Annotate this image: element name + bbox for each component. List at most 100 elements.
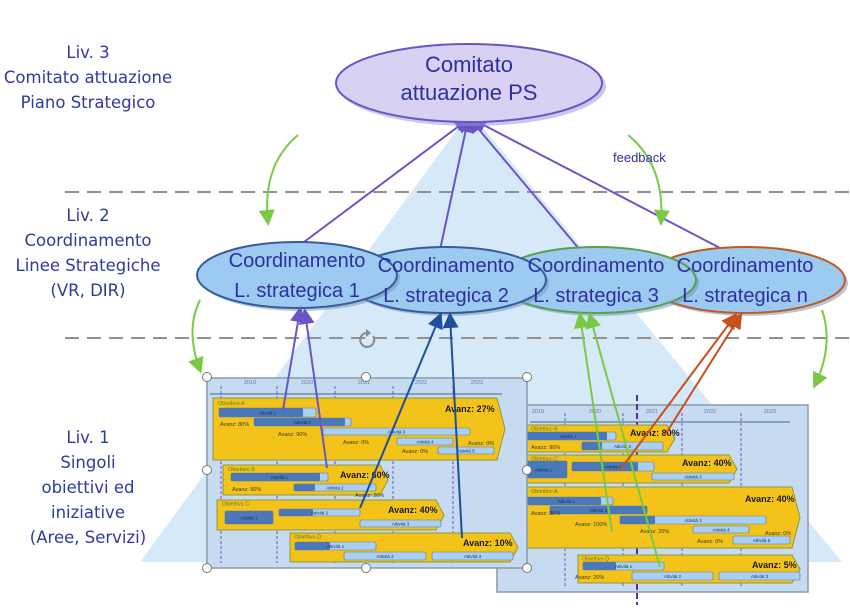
rotate-handle-icon[interactable] — [359, 329, 376, 348]
activity-progress-fill — [582, 442, 602, 450]
activity-progress-fill — [620, 516, 655, 524]
objective-connector-lines — [282, 306, 743, 568]
activity-label: Attività 2 — [311, 510, 329, 515]
activity-progress-label: Avanz: 100% — [575, 522, 607, 528]
curved-arrow — [188, 299, 204, 374]
activity-progress-label: Avanz: 20% — [355, 493, 384, 499]
connector-lines — [299, 116, 721, 251]
activity-label: Attività 3 — [392, 521, 410, 526]
level-label-line: Coordinamento — [24, 231, 152, 250]
resize-handle[interactable] — [202, 465, 212, 475]
activity-progress-label: Avanz: 90% — [232, 487, 261, 493]
activity-progress-label: Avanz: 20% — [575, 575, 604, 581]
level-label-line: Liv. 1 — [66, 428, 110, 447]
activity-bar[interactable] — [718, 571, 801, 581]
activity-progress-fill — [231, 473, 320, 481]
year-label: 2023 — [764, 409, 776, 415]
activity-progress-fill — [254, 418, 345, 426]
activity-bar[interactable] — [651, 472, 735, 481]
coordination-node-3 — [495, 246, 699, 316]
level-label-line: Liv. 2 — [66, 206, 110, 225]
coordination-node-4 — [644, 246, 848, 316]
activity-label: Attività 3 — [388, 429, 406, 434]
activity-label: Attività 2 — [590, 508, 608, 513]
activity-progress-label: Avanz: 0% — [697, 539, 723, 545]
level-label-line: Linee Strategiche — [15, 256, 161, 275]
activity-label: Attività 2 — [604, 464, 622, 469]
activity-bar[interactable] — [359, 519, 442, 528]
activity-bar[interactable] — [343, 551, 427, 561]
activity-bar[interactable] — [437, 446, 495, 455]
year-label: 2019 — [244, 380, 256, 386]
resize-handle[interactable] — [522, 372, 532, 382]
resize-handle[interactable] — [522, 563, 532, 573]
coordination-subtitle: L. strategica 1 — [234, 280, 360, 302]
activity-bar[interactable] — [692, 525, 750, 534]
resize-handle[interactable] — [361, 372, 371, 382]
activity-progress-label: Avanz: 0% — [402, 449, 428, 455]
objective-bar[interactable]: Attività 1 Attività 2 Attività 3 Attività 4… — [519, 486, 801, 549]
year-label: 2022 — [415, 380, 427, 386]
objective-name: Obiettivo B — [228, 467, 255, 473]
resize-handle[interactable] — [202, 563, 212, 573]
activity-bar[interactable] — [431, 551, 514, 561]
connector-line — [470, 118, 721, 249]
level-label-line: (Aree, Servizi) — [29, 528, 147, 547]
activity-progress-label: Avanz: 80% — [531, 511, 560, 517]
connector-line — [439, 116, 474, 251]
activity-label: Attività 4 — [712, 527, 730, 532]
level-label-line: Piano Strategico — [20, 93, 156, 112]
curved-arrow — [258, 134, 299, 226]
resize-handle[interactable] — [361, 563, 371, 573]
activity-label: Attività 1 — [559, 434, 577, 439]
connector-line — [619, 312, 738, 471]
level-label-line: Liv. 3 — [66, 43, 110, 62]
objective-name: Obiettivo A — [531, 489, 558, 495]
coordination-node-2 — [345, 246, 549, 316]
activity-progress-fill — [550, 506, 647, 514]
resize-handle[interactable] — [202, 372, 212, 382]
activity-bar[interactable] — [322, 427, 471, 436]
activity-label: Attività 2 — [326, 485, 344, 490]
resize-handle[interactable] — [522, 465, 532, 475]
objective-progress: Avanz: 40% — [388, 505, 438, 515]
activity-progress-label: Avanz: 0% — [343, 440, 369, 446]
activity-progress-label: Avanz: 20% — [640, 529, 669, 535]
level-label-line: (VR, DIR) — [50, 281, 126, 300]
activity-label: Attività 1 — [259, 410, 277, 415]
activity-progress-label: Avanz: 80% — [220, 422, 249, 428]
activity-bar[interactable] — [732, 535, 791, 545]
activity-label: Attività 5 — [457, 448, 475, 453]
activity-progress-fill — [219, 408, 303, 417]
objective-progress: Avanz: 40% — [682, 458, 732, 468]
committee-title-line2: attuazione PS — [401, 80, 538, 105]
coordination-title: Coordinamento — [229, 250, 366, 272]
connector-line — [664, 312, 743, 436]
selection-handles[interactable] — [202, 329, 532, 573]
activity-bar[interactable] — [396, 437, 454, 446]
objective-progress: Avanz: 27% — [445, 404, 495, 414]
coordination-subtitle: L. strategica 3 — [533, 285, 659, 307]
coordination-title: Coordinamento — [378, 255, 515, 277]
objective-progress: Avanz: 60% — [340, 470, 390, 480]
objective-progress: Avanz: 40% — [745, 494, 795, 504]
year-label: 2023 — [471, 380, 483, 386]
activity-label: Attività 3 — [684, 474, 702, 479]
level-label-line: iniziative — [51, 503, 125, 522]
activity-label: Attività 3 — [684, 518, 702, 523]
year-label: 2021 — [646, 409, 658, 415]
activity-bar[interactable] — [631, 571, 714, 581]
activity-label: Attività 1 — [558, 499, 576, 504]
activity-label: Attività 2 — [376, 554, 394, 559]
connector-line — [359, 312, 443, 509]
activity-progress-fill — [295, 542, 330, 550]
activity-progress-label: Avanz: 0% — [468, 441, 494, 447]
